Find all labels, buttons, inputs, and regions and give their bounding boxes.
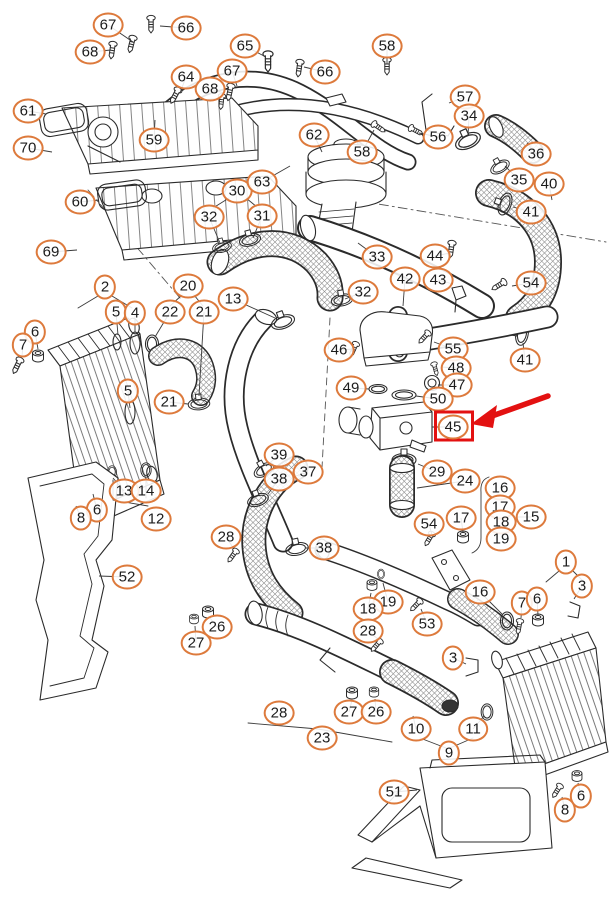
leader-line-27: [194, 625, 197, 644]
leader-line-26: [374, 698, 377, 713]
hatched-sleeve-24: [389, 455, 415, 518]
gasket-61-inner: [43, 107, 85, 133]
gasket-50: [391, 389, 417, 401]
leader-line-55: [433, 341, 454, 350]
leader-line-22: [154, 311, 171, 338]
leader-line-41: [522, 342, 526, 361]
leader-line-8: [75, 505, 82, 519]
leader-line-56: [418, 132, 439, 138]
leader-line-28: [225, 536, 235, 550]
leader-line-65: [244, 45, 265, 57]
leader-line-6: [536, 598, 539, 616]
leader-line-57: [448, 96, 466, 104]
gasket-60: [97, 179, 147, 211]
red-arrow: [471, 393, 551, 428]
leader-line-42: [402, 278, 406, 307]
leader-line-66: [303, 66, 326, 73]
leader-line-38: [267, 478, 280, 495]
leader-line-43: [437, 279, 454, 285]
leader-line-27: [348, 699, 353, 713]
gasket-61: [38, 102, 90, 138]
leader-line-51: [393, 789, 418, 793]
leader-line-16: [479, 591, 503, 615]
leader-line-26: [209, 617, 218, 628]
leader-line-32: [344, 291, 364, 300]
leader-line-61: [27, 110, 47, 115]
clip-3-lower: [465, 657, 479, 677]
hatched-elbow-30: [206, 230, 344, 312]
leader-line-33: [357, 242, 378, 258]
leader-line-19: [382, 582, 389, 603]
leader-line-58: [361, 129, 375, 153]
clip-3-right: [567, 601, 581, 619]
leader-line-53: [420, 608, 428, 625]
leader-line-59: [153, 119, 156, 141]
leader-line-46: [338, 348, 354, 351]
leader-line-54: [428, 523, 433, 536]
leader-line-50: [415, 395, 439, 400]
leader-line-6: [92, 493, 98, 511]
leader-line-29: [417, 463, 438, 473]
leader-line-48: [440, 366, 457, 369]
leader-line-66: [159, 25, 187, 29]
leader-line-21: [198, 311, 205, 397]
leader-line-64: [179, 76, 187, 94]
leader-line-54: [511, 282, 532, 287]
leader-line-39: [265, 454, 280, 467]
seal-5-upper: [112, 333, 122, 351]
leader-line-18: [367, 592, 372, 610]
leader-line-68: [209, 88, 225, 94]
leader-line-41: [512, 206, 532, 213]
leader-line-32: [208, 216, 221, 244]
gasket-60-inner: [101, 183, 143, 207]
leader-line-28: [367, 630, 379, 640]
leader-line-13: [112, 477, 125, 492]
leader-line-7: [520, 602, 523, 619]
leader-line-49: [350, 387, 370, 390]
leader-line-63: [261, 165, 291, 183]
right-intercooler: [491, 631, 609, 785]
leader-line-36: [526, 142, 537, 155]
leader-line-5: [115, 311, 119, 336]
leader-line-62: [313, 134, 323, 153]
egr-housing: [359, 311, 434, 367]
elbow-hose-20: [148, 338, 217, 406]
leader-line-11: [472, 715, 485, 730]
leader-line-31: [252, 215, 263, 239]
leader-line-6: [34, 331, 39, 350]
hatched-sleeve-lower: [379, 659, 459, 716]
leader-line-10: [412, 715, 417, 730]
leader-line-67: [107, 24, 134, 43]
leader-line-8: [561, 796, 566, 811]
leader-line-35: [504, 165, 520, 181]
leader-line-24: [416, 480, 466, 489]
leader-line-6: [577, 782, 582, 797]
leader-line-7: [21, 344, 24, 357]
throttle-valve-45: [338, 401, 433, 453]
leader-line-37: [292, 471, 309, 478]
leader-line-3: [452, 657, 467, 665]
leader-line-67: [231, 70, 238, 87]
leader-line-3: [573, 585, 583, 600]
leader-line-68: [89, 49, 112, 53]
leader-line-69: [50, 249, 78, 253]
hatched-bellows-right: [447, 588, 519, 645]
leader-line-60: [79, 199, 100, 203]
leader-line-40: [548, 183, 553, 201]
air-duct-51: [351, 754, 553, 889]
leader-line-13: [232, 298, 276, 319]
leader-line-21: [168, 401, 189, 405]
leader-line-70: [27, 147, 53, 153]
leader-line-44: [434, 252, 451, 257]
leader-line-17: [460, 517, 464, 533]
leader-line-5: [127, 390, 131, 409]
leader-line-34: [467, 115, 470, 137]
leader-line-52: [98, 575, 128, 578]
